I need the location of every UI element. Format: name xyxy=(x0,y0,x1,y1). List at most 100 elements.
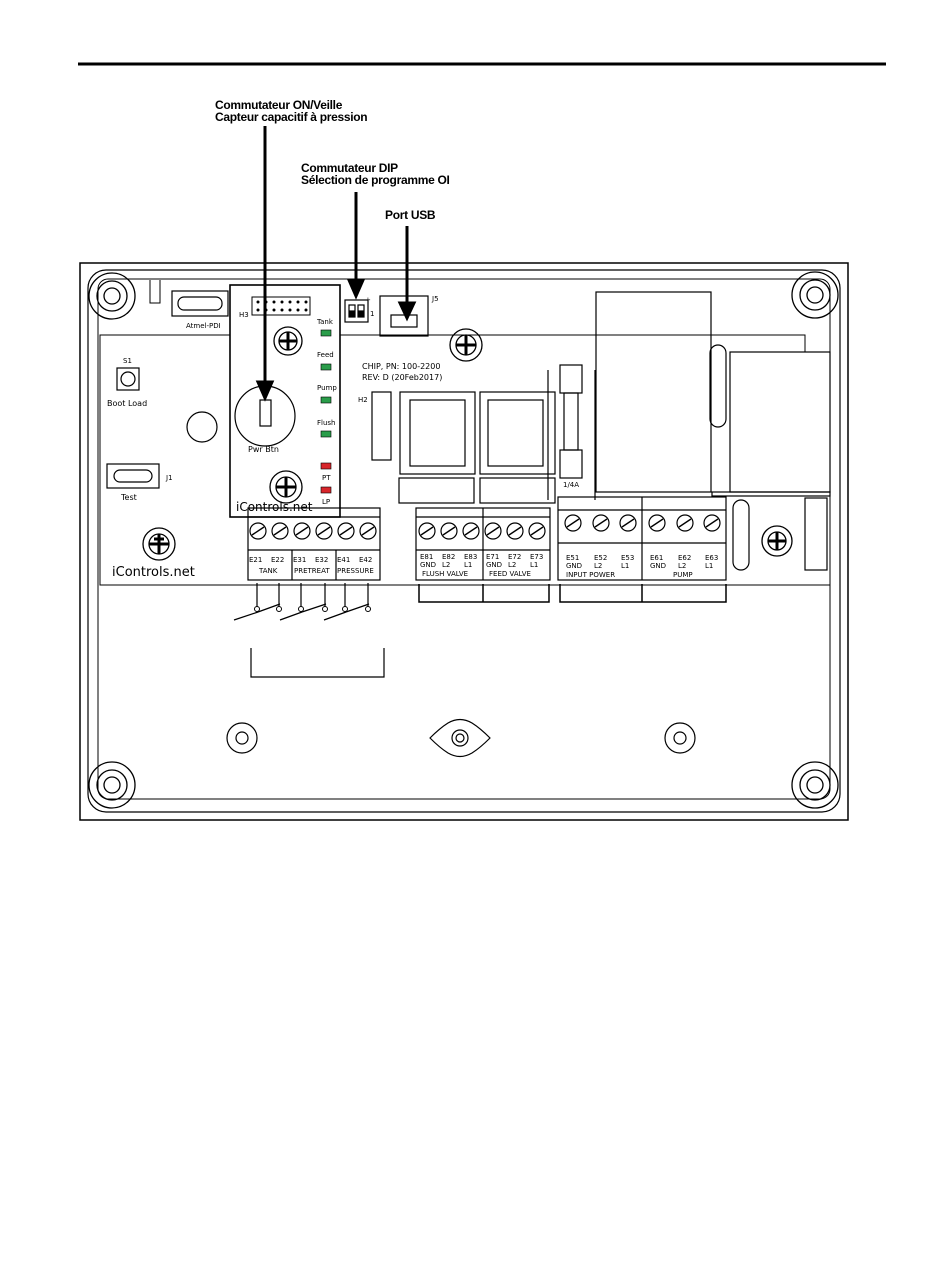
terminal-screw-e73 xyxy=(528,522,546,540)
terminal-sub-e81: GND xyxy=(420,561,437,569)
terminal-screw-e83 xyxy=(462,522,480,540)
terminal-label-e32: E32 xyxy=(315,556,329,564)
boot-load-switch xyxy=(116,367,140,391)
enclosure xyxy=(79,262,849,821)
group-brackets xyxy=(418,584,727,603)
power-switch-callout-line1: Commutateur ON/Veille xyxy=(215,98,343,112)
terminal-screw-e52-slot xyxy=(594,518,608,528)
terminal-label-e53: E53 xyxy=(621,554,635,562)
power-button-label: Pwr Btn xyxy=(248,445,279,454)
terminal-sub-e52: L2 xyxy=(594,562,603,570)
terminal-block-valve xyxy=(415,507,551,581)
terminal-screw-e72 xyxy=(506,522,524,540)
boot-load-label: Boot Load xyxy=(107,399,148,408)
terminal-screw-e22-slot xyxy=(273,526,287,536)
led-flush-label: Flush xyxy=(317,419,336,427)
transformer xyxy=(595,291,831,497)
corner-mount-holes xyxy=(88,271,839,809)
terminal-group-pressure: PRESSURE xyxy=(337,567,374,575)
terminal-screw-e73-slot xyxy=(530,526,544,536)
terminal-sub-e62: L2 xyxy=(678,562,687,570)
terminal-label-e22: E22 xyxy=(271,556,285,564)
terminal-label-e81: E81 xyxy=(420,553,434,561)
j5-label: J5 xyxy=(432,295,439,303)
terminal-label-e82: E82 xyxy=(442,553,456,561)
j1-label: J1 xyxy=(166,474,173,482)
terminal-screw-e62-slot xyxy=(678,518,692,528)
fuse xyxy=(547,364,596,500)
terminal-label-e51: E51 xyxy=(566,554,580,562)
usb-port-callout: Port USB xyxy=(385,208,436,222)
terminal-sub-e61: GND xyxy=(650,562,667,570)
terminal-screw-e52 xyxy=(592,514,610,532)
led-tank-label: Tank xyxy=(317,318,333,326)
board-hole-left xyxy=(186,411,218,443)
terminal-group-input-power: INPUT POWER xyxy=(566,571,616,579)
test-label: Test xyxy=(121,493,137,502)
terminal-screw-e32-slot xyxy=(317,526,331,536)
terminal-screw-e81-slot xyxy=(420,526,434,536)
atmel-pdi-label: Atmel-PDI xyxy=(186,322,221,330)
led-lp-indicator xyxy=(320,486,332,494)
led-pump-label: Pump xyxy=(317,384,337,392)
terminal-sub-e73: L1 xyxy=(530,561,539,569)
h2-label: H2 xyxy=(358,396,368,404)
bottom-mount-bosses xyxy=(226,718,696,758)
terminal-block-power xyxy=(557,496,727,581)
s1-label: S1 xyxy=(123,357,132,365)
chip-revision: REV: D (20Feb2017) xyxy=(362,373,443,382)
led-flush-indicator xyxy=(320,430,332,438)
terminal-label-e72: E72 xyxy=(508,553,522,561)
led-feed-label: Feed xyxy=(317,351,334,359)
screw-panel-top xyxy=(273,326,303,356)
terminal-label-e41: E41 xyxy=(337,556,351,564)
terminal-group-tank: TANK xyxy=(259,567,278,575)
terminal-label-e61: E61 xyxy=(650,554,664,562)
screw-left xyxy=(142,527,176,561)
dip-switch-callout-line2: Sélection de programme OI xyxy=(301,173,450,187)
terminal-screw-e42-slot xyxy=(361,526,375,536)
terminal-screw-e41-slot xyxy=(339,526,353,536)
terminal-screw-e62 xyxy=(676,514,694,532)
brand-logo-board: iControls.net xyxy=(112,565,195,580)
terminal-label-e42: E42 xyxy=(359,556,373,564)
terminal-label-e73: E73 xyxy=(530,553,544,561)
terminal-screw-e53-slot xyxy=(621,518,635,528)
h3-label: H3 xyxy=(239,311,249,319)
terminal-label-e71: E71 xyxy=(486,553,500,561)
terminal-screw-e72-slot xyxy=(508,526,522,536)
fuse-rating: 1/4A xyxy=(563,481,580,489)
terminal-screw-e31 xyxy=(293,522,311,540)
terminal-screw-e82-slot xyxy=(442,526,456,536)
terminal-sub-e53: L1 xyxy=(621,562,630,570)
terminal-label-e62: E62 xyxy=(678,554,692,562)
dip-plus-mark: + xyxy=(365,296,371,304)
terminal-screw-e51 xyxy=(564,514,582,532)
terminal-screw-e21-slot xyxy=(251,526,265,536)
terminal-screw-e81 xyxy=(418,522,436,540)
screw-panel-bottom xyxy=(269,470,303,504)
dip-switch xyxy=(344,299,369,323)
screw-usb xyxy=(449,328,483,362)
power-switch-callout-line2: Capteur capacitif à pression xyxy=(215,110,368,124)
relays xyxy=(371,391,556,504)
screw-right xyxy=(761,525,793,557)
terminal-screw-e21 xyxy=(249,522,267,540)
led-pt-indicator xyxy=(320,462,332,470)
terminal-screw-e63-slot xyxy=(705,518,719,528)
terminal-screw-e71-slot xyxy=(486,526,500,536)
brand-logo-panel: iControls.net xyxy=(236,500,313,514)
test-jumper xyxy=(106,463,160,489)
chip-part-number: CHIP, PN: 100-2200 xyxy=(362,362,441,371)
terminal-sub-e72: L2 xyxy=(508,561,517,569)
terminal-group-feed-valve: FEED VALVE xyxy=(489,570,531,578)
terminal-screw-e22 xyxy=(271,522,289,540)
callout-arrows xyxy=(255,126,417,402)
right-slot xyxy=(732,497,828,571)
terminal-label-e83: E83 xyxy=(464,553,478,561)
terminal-block-left xyxy=(247,507,381,581)
terminal-sub-e83: L1 xyxy=(464,561,473,569)
terminal-group-flush-valve: FLUSH VALVE xyxy=(422,570,469,578)
terminal-sub-e51: GND xyxy=(566,562,583,570)
